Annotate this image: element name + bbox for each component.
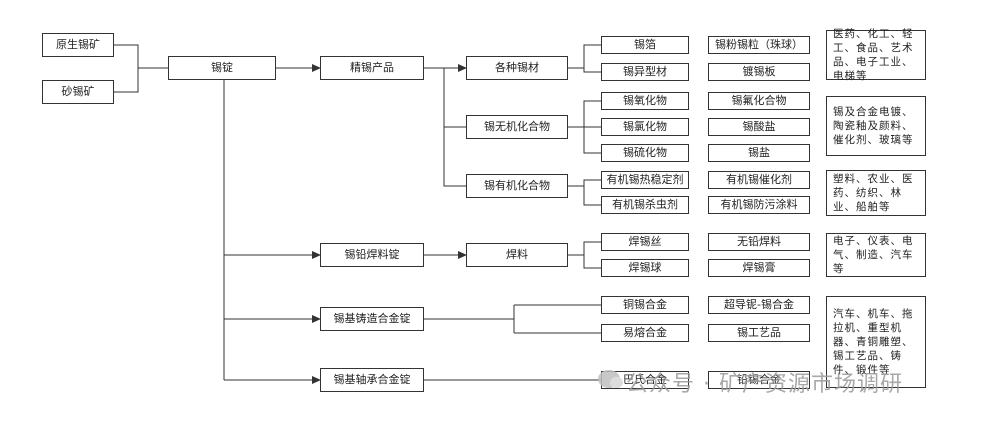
- node-solder-ball: 焊锡球: [601, 259, 689, 277]
- connector-solder-children-2: [583, 255, 601, 269]
- connector-refined-branch: [443, 68, 466, 187]
- node-tin-inorganic-compounds: 锡无机化合物: [466, 115, 568, 139]
- node-stannates: 锡酸盐: [708, 118, 810, 136]
- node-label: 超导铌-锡合金: [724, 298, 794, 312]
- node-lead-tin-alloy: 铅锡合金: [708, 371, 810, 389]
- connector-inorganic-children: [568, 100, 601, 128]
- node-tin-organic-compounds: 锡有机化合物: [466, 174, 568, 198]
- node-label: 锡氯化物: [623, 120, 667, 134]
- node-solder-paste: 焊锡膏: [708, 259, 810, 277]
- node-tin-fluorides: 锡氟化合物: [708, 92, 810, 110]
- node-tinplate: 镀锡板: [708, 63, 810, 81]
- node-label: 锡无机化合物: [484, 120, 550, 134]
- connector-materials-children-2: [583, 68, 601, 73]
- node-label: 锡箔: [634, 38, 656, 52]
- node-organotin-heat-stabilizer: 有机锡热稳定剂: [601, 171, 689, 189]
- app-text: 汽车、机车、拖拉机、重型机器、青铜雕塑、锡工艺品、铸件、锻件等: [833, 307, 914, 377]
- node-superconducting-nb-sn-alloy: 超导铌-锡合金: [708, 296, 810, 314]
- node-label: 锡基轴承合金锭: [333, 373, 411, 387]
- node-label: 各种锡材: [495, 61, 539, 75]
- node-tin-cast-alloy-ingot: 锡基铸造合金锭: [320, 307, 424, 331]
- app-box-tin-materials: 医药、化工、轻工、食品、艺术品、电子工业、电梯等: [826, 28, 926, 82]
- node-label: 焊锡球: [628, 261, 662, 275]
- app-box-alloys: 汽车、机车、拖拉机、重型机器、青铜雕塑、锡工艺品、铸件、锻件等: [826, 296, 926, 388]
- node-label: 锡酸盐: [742, 120, 776, 134]
- node-label: 铜锡合金: [623, 298, 667, 312]
- app-text: 塑料、农业、医药、纺织、林业、船舶等: [833, 172, 914, 214]
- node-babbitt-alloy: 巴氏合金: [601, 371, 689, 389]
- wechat-logo-icon: [598, 370, 623, 388]
- node-tin-materials: 各种锡材: [466, 56, 568, 80]
- node-tin-bearing-alloy-ingot: 锡基轴承合金锭: [320, 368, 424, 392]
- node-organotin-insecticide: 有机锡杀虫剂: [601, 196, 689, 214]
- connector-inorganic-children-2: [583, 127, 601, 154]
- node-organotin-catalyst: 有机锡催化剂: [708, 171, 810, 189]
- app-box-inorganic: 锡及合金电镀、陶瓷釉及颜料、催化剂、玻璃等: [826, 96, 926, 156]
- node-tin-crafts: 锡工艺品: [708, 324, 810, 342]
- node-lead-free-solder: 无铅焊料: [708, 233, 810, 251]
- connector-organic-children: [568, 179, 601, 187]
- node-primary-tin-ore: 原生锡矿: [42, 33, 114, 57]
- node-label: 镀锡板: [742, 65, 776, 79]
- node-label: 锡盐: [748, 146, 770, 160]
- node-label: 锡氧化物: [623, 94, 667, 108]
- node-label: 无铅焊料: [737, 235, 781, 249]
- node-label: 锡锭: [211, 61, 233, 75]
- node-label: 有机锡杀虫剂: [612, 198, 678, 212]
- node-label: 铅锡合金: [737, 373, 781, 387]
- node-label: 锡硫化物: [623, 146, 667, 160]
- node-tin-powder-grain: 锡粉锡粒（珠球）: [708, 36, 810, 54]
- node-label: 有机锡热稳定剂: [606, 173, 684, 187]
- node-label: 易熔合金: [623, 326, 667, 340]
- node-label: 锡粉锡粒（珠球）: [715, 38, 803, 52]
- node-solder: 焊料: [466, 243, 568, 267]
- node-label: 砂锡矿: [61, 85, 95, 99]
- connector-ore-merge: [114, 44, 139, 93]
- node-tin-chlorides: 锡氯化物: [601, 118, 689, 136]
- node-placer-tin-ore: 砂锡矿: [42, 80, 114, 104]
- node-solder-wire: 焊锡丝: [601, 233, 689, 251]
- app-text: 锡及合金电镀、陶瓷釉及颜料、催化剂、玻璃等: [833, 105, 914, 147]
- node-tin-sulfides: 锡硫化物: [601, 144, 689, 162]
- node-label: 焊锡膏: [742, 261, 776, 275]
- node-label: 焊料: [506, 248, 528, 262]
- connector-organic-children-2: [583, 186, 601, 206]
- node-label: 锡异型材: [623, 65, 667, 79]
- node-tin-salts: 锡盐: [708, 144, 810, 162]
- node-organotin-antifouling: 有机锡防污涂料: [708, 196, 810, 214]
- node-refined-tin-products: 精锡产品: [320, 56, 424, 80]
- app-text: 电子、仪表、电气、制造、汽车等: [833, 234, 914, 276]
- node-label: 原生锡矿: [56, 38, 100, 52]
- connector-solder-children: [568, 241, 601, 256]
- node-label: 有机锡催化剂: [726, 173, 792, 187]
- node-fusible-alloy: 易熔合金: [601, 324, 689, 342]
- node-label: 锡氟化合物: [731, 94, 787, 108]
- app-box-solder: 电子、仪表、电气、制造、汽车等: [826, 233, 926, 277]
- node-label: 巴氏合金: [623, 373, 667, 387]
- node-copper-tin-alloy: 铜锡合金: [601, 296, 689, 314]
- node-tin-ingot: 锡锭: [168, 56, 276, 80]
- node-tin-oxides: 锡氧化物: [601, 92, 689, 110]
- node-label: 锡基铸造合金锭: [333, 312, 411, 326]
- node-label: 锡有机化合物: [484, 179, 550, 193]
- app-text: 医药、化工、轻工、食品、艺术品、电子工业、电梯等: [833, 27, 914, 83]
- app-box-organic: 塑料、农业、医药、纺织、林业、船舶等: [826, 170, 926, 216]
- node-label: 精锡产品: [350, 61, 394, 75]
- node-tin-profiles: 锡异型材: [601, 63, 689, 81]
- node-label: 焊锡丝: [628, 235, 662, 249]
- node-tin-lead-solder-ingot: 锡铅焊料锭: [320, 243, 424, 267]
- connector-materials-children: [568, 44, 601, 69]
- node-label: 锡铅焊料锭: [344, 248, 400, 262]
- node-label: 锡工艺品: [737, 326, 781, 340]
- watermark-text: 公众号 · 矿产资源市场调研: [626, 372, 903, 397]
- node-label: 有机锡防污涂料: [720, 198, 798, 212]
- node-tin-foil: 锡箔: [601, 36, 689, 54]
